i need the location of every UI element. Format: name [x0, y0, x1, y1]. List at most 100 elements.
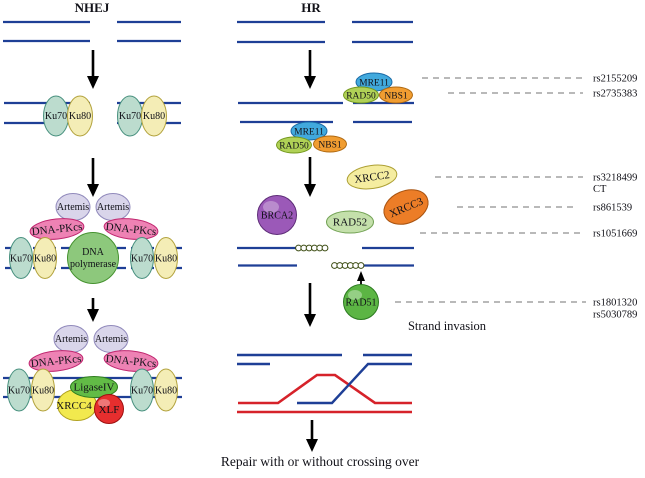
- crossover-diagram: [237, 353, 412, 414]
- xrcc4-label: XRCC4: [56, 400, 92, 412]
- mre11-label: MRE11: [359, 79, 389, 89]
- ku70-label: Ku70: [8, 386, 30, 397]
- dna-pkcs-label: DNA-PKcs: [31, 221, 83, 238]
- down-arrow-icon: [304, 50, 316, 89]
- hr-pathway: HR MRE11 RAD50 NBS1: [221, 0, 487, 469]
- dna-polymerase-label-line1: DNA: [82, 247, 104, 258]
- arrow-head: [357, 271, 365, 281]
- ku70-oval: [130, 237, 154, 279]
- rad51-filament-bottom: [331, 262, 365, 269]
- nhej-synapsis-row: Artemis Artemis DNA-PKcs DNA-PKcs Ku70 K…: [5, 193, 182, 284]
- ku80-label: Ku80: [155, 386, 177, 397]
- down-arrow-icon: [304, 157, 316, 197]
- brca2-circle: [257, 195, 297, 235]
- dna-polymerase-circle: [67, 232, 119, 284]
- filament-bead: [357, 262, 365, 269]
- brca2-highlight: [263, 201, 279, 213]
- snp-label: rs1051669: [593, 229, 637, 240]
- snp-label: rs2735383: [593, 89, 637, 100]
- ligase4-oval: [70, 376, 118, 398]
- rad51-label: RAD51: [345, 298, 376, 309]
- ku80-oval: [67, 95, 93, 137]
- arrow-head: [87, 309, 99, 322]
- mre11-oval: [290, 121, 328, 141]
- crossing-strand-blue: [297, 362, 412, 405]
- ku80-label: Ku80: [69, 111, 91, 122]
- ku80-oval: [31, 368, 55, 412]
- down-arrow-icon: [87, 158, 99, 197]
- nhej-title: NHEJ: [75, 0, 110, 15]
- filament-bead: [321, 244, 329, 252]
- rad51-circle: [343, 284, 379, 320]
- arrow-head: [87, 184, 99, 197]
- dna-pkcs-oval: [28, 350, 84, 372]
- snp-label: rs2155209: [593, 74, 637, 85]
- strand-invasion-caption: Strand invasion: [408, 319, 487, 333]
- rad52-label: RAD52: [333, 217, 367, 229]
- hr-mrn-row: MRE11 RAD50 NBS1 MRE11 RAD50 NBS1: [238, 72, 414, 154]
- down-arrow-icon: [87, 298, 99, 322]
- dna-pkcs-oval: [103, 350, 159, 372]
- dna-pkcs-label: DNA-PKcs: [105, 353, 157, 370]
- rad52-oval: [326, 210, 374, 234]
- ku70-oval: [130, 368, 154, 412]
- ku70-oval: [9, 237, 33, 279]
- dna-pkcs-label: DNA-PKcs: [30, 353, 82, 370]
- xlf-label: XLF: [99, 404, 120, 416]
- rad50-oval: [276, 136, 312, 154]
- brca2-label: BRCA2: [261, 211, 293, 222]
- rad51-filament-top: [295, 244, 329, 252]
- nbs1-label: NBS1: [318, 141, 341, 151]
- ku80-label: Ku80: [32, 386, 54, 397]
- mre11-label: MRE11: [294, 128, 324, 138]
- ku80-oval: [154, 368, 178, 412]
- rad51-highlight: [348, 290, 362, 300]
- down-arrow-icon: [87, 50, 99, 89]
- repair-caption: Repair with or without crossing over: [221, 454, 420, 469]
- nhej-ligation-row: Artemis Artemis DNA-PKcs DNA-PKcs Ku70 K…: [3, 325, 182, 424]
- dna-pkcs-oval: [103, 218, 159, 240]
- arrow-head: [304, 314, 316, 327]
- artemis-label: Artemis: [55, 334, 87, 345]
- ku70-label: Ku70: [131, 386, 153, 397]
- ku80-label: Ku80: [34, 254, 56, 265]
- ku70-oval: [7, 368, 31, 412]
- ku80-label: Ku80: [143, 111, 165, 122]
- hr-dsb-row: [237, 20, 413, 44]
- arrow-head: [87, 76, 99, 89]
- mrn-complex-bottom: MRE11 RAD50 NBS1: [276, 121, 347, 154]
- invading-strand-red: [238, 373, 412, 405]
- artemis-label: Artemis: [97, 202, 129, 213]
- mrn-complex-top: MRE11 RAD50 NBS1: [343, 72, 413, 104]
- hr-title: HR: [301, 0, 321, 15]
- nhej-pathway: NHEJ Ku70 Ku80 Ku70 Ku80: [3, 0, 182, 424]
- ku70-label: Ku70: [45, 111, 67, 122]
- ku80-oval: [141, 95, 167, 137]
- snp-label: rs861539: [593, 203, 632, 214]
- xrcc2-label: XRCC2: [354, 169, 391, 186]
- nhej-ku-binding-row: Ku70 Ku80 Ku70 Ku80: [4, 95, 181, 137]
- ku80-oval: [33, 237, 57, 279]
- dna-polymerase-label-line2: polymerase: [70, 259, 117, 270]
- artemis-label: Artemis: [57, 202, 89, 213]
- xlf-circle: [94, 394, 124, 424]
- xlf-highlight: [98, 399, 110, 407]
- snp-genotype-label: CT: [593, 184, 607, 195]
- ku80-label: Ku80: [155, 254, 177, 265]
- arrow-head: [306, 439, 318, 452]
- xrcc2-oval: [346, 164, 398, 190]
- hr-recombinase-row: XRCC2 XRCC3 BRCA2 RAD52: [237, 164, 429, 320]
- arrow-head: [304, 76, 316, 89]
- snp-annotations: rs2155209 rs2735383 rs3218499 CT rs86153…: [395, 74, 637, 321]
- snp-label: rs5030789: [593, 310, 637, 321]
- rad50-oval: [343, 86, 379, 104]
- nhej-dsb-row: [3, 20, 181, 43]
- dna-pkcs-oval: [29, 218, 85, 240]
- rad50-label: RAD50: [346, 92, 376, 102]
- down-arrow-icon: [306, 420, 318, 452]
- nbs1-label: NBS1: [384, 92, 407, 102]
- xrcc3-oval: [383, 189, 429, 225]
- artemis-label: Artemis: [95, 334, 127, 345]
